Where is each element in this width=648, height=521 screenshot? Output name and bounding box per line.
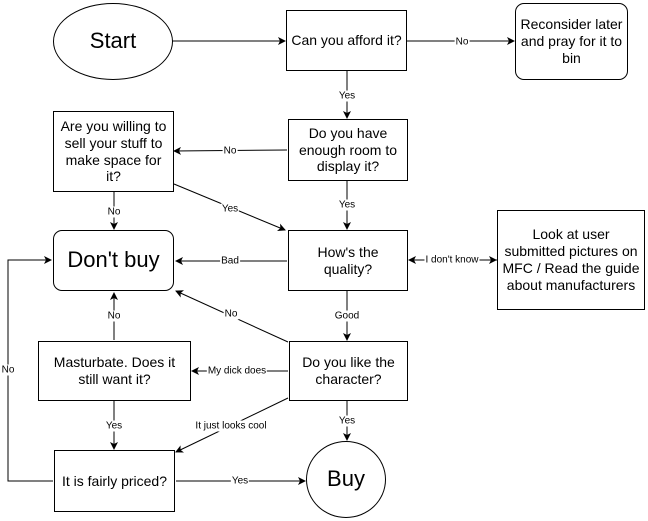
look-node: Look at user submitted pictures on MFC /… (497, 210, 645, 310)
character-decision: Do you like the character? (289, 341, 408, 401)
dont-buy-node: Don't buy (53, 230, 174, 291)
edge-label-quality-dont-know: I don't know (424, 254, 480, 266)
edge-label-sell-no: No (106, 206, 122, 218)
sell-decision: Are you willing to sell your stuff to ma… (53, 111, 174, 192)
edge-label-character-dick: My dick does (206, 365, 268, 377)
afford-decision: Can you afford it? (286, 10, 407, 71)
edge-label-afford-no: No (454, 36, 470, 48)
edge-label-sell-yes: Yes (220, 203, 240, 215)
reconsider-node: Reconsider later and pray for it to bin (515, 3, 628, 80)
room-decision: Do you have enough room to display it? (288, 119, 408, 181)
start-node: Start (53, 3, 173, 80)
edge-label-character-no: No (223, 308, 239, 320)
edge-label-character-cool: It just looks cool (194, 420, 268, 432)
edge-label-room-no: No (222, 145, 238, 157)
edge-label-quality-good: Good (333, 310, 361, 322)
buy-node: Buy (306, 441, 386, 518)
priced-decision: It is fairly priced? (54, 450, 175, 512)
masturbate-decision: Masturbate. Does it still want it? (38, 341, 191, 401)
quality-decision: How's the quality? (288, 230, 408, 291)
edge-label-room-yes: Yes (337, 199, 357, 211)
edge-label-masturbate-no: No (106, 310, 122, 322)
edge-label-afford-yes: Yes (337, 90, 357, 102)
edge-label-priced-yes: Yes (230, 475, 250, 487)
edge-label-character-yes: Yes (337, 415, 357, 427)
edge-label-masturbate-yes: Yes (104, 420, 124, 432)
edge-label-priced-no: No (0, 364, 16, 376)
edge-label-quality-bad: Bad (220, 255, 240, 267)
